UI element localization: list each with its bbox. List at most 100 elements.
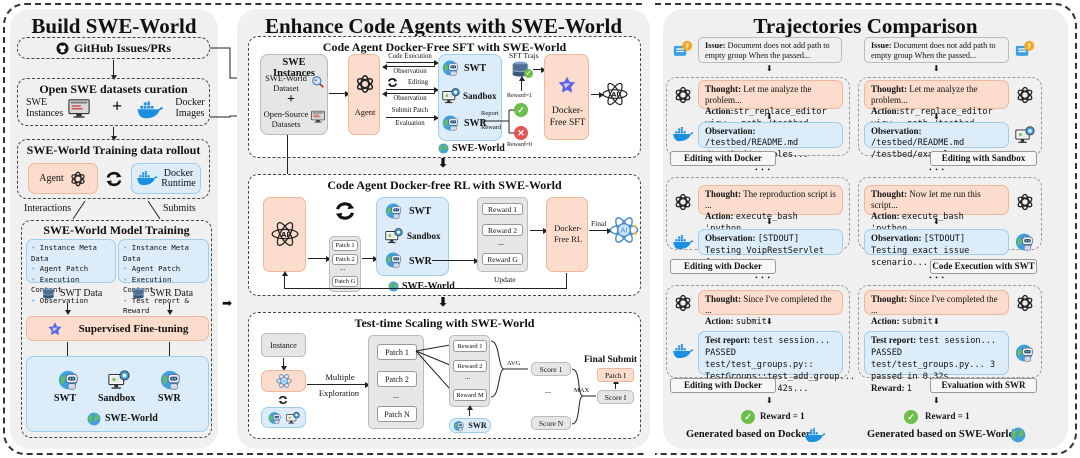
openai-icon <box>673 85 693 105</box>
cross-icon: ✕ <box>514 126 528 140</box>
rl-policy-box <box>263 197 306 272</box>
rl-swe-world-box: SWT Sandbox SWR <box>376 197 449 276</box>
tts-swr-box: SWR <box>449 418 491 433</box>
cycle-icon <box>278 395 288 405</box>
final-submit-label: Final Submit <box>584 355 638 365</box>
sft-bar: Supervised Fine-tuning <box>26 316 209 341</box>
test-report-label: Test report: <box>871 335 917 345</box>
edge-observation-1: Observation <box>393 68 427 75</box>
build-title: Build SWE-World <box>31 14 197 38</box>
sft-title: Code Agent Docker-Free SFT with SWE-Worl… <box>322 40 567 54</box>
model-sandbox-label: Sandbox <box>407 231 441 241</box>
swe-world-label: SWE-World <box>402 281 455 292</box>
issue-text: Document does not add path to empty grou… <box>871 41 996 60</box>
observation-label: Observation: <box>871 126 922 136</box>
model-training-title: SWE-World Model Training <box>43 223 190 237</box>
observation-label: Observation: <box>705 126 756 136</box>
instance-box: Instance <box>261 333 306 357</box>
docker-runtime-label: Docker Runtime <box>161 167 196 189</box>
arrow-trajs-to-sft <box>533 69 542 70</box>
monitor-icon <box>311 110 325 124</box>
sandbox-icon <box>286 411 300 425</box>
swe-instances-box: SWE Instances SWE-World Dataset + Open-S… <box>260 54 328 135</box>
patch-item: Patch 1 <box>377 344 417 360</box>
swt-robot-icon <box>268 411 282 425</box>
rl-title: Code Agent Docker-free RL with SWE-World <box>327 178 562 192</box>
reward-item: Reward 2 <box>482 224 523 236</box>
exploration-label: Exploration <box>318 388 360 398</box>
max-brace <box>571 368 596 425</box>
issue-chat-icon <box>1015 40 1035 60</box>
sft-trajs-label: SFT Trajs <box>509 51 539 60</box>
docker-icon <box>672 344 694 359</box>
openai-icon <box>354 73 376 95</box>
patch-i-box: Patch I <box>597 368 634 382</box>
ai-model-icon <box>609 215 639 245</box>
arrow-update-to-policy <box>284 275 285 288</box>
plus-sign: + <box>287 92 295 107</box>
rollout-title: SWE-World Training data rollout <box>26 143 201 157</box>
swr-field: Test report & Reward <box>123 296 204 317</box>
arrow-down: ⬇ <box>933 112 940 121</box>
patch-item: Patch 2 <box>332 254 358 265</box>
issue-box-docker: Issue: Document does not add path to emp… <box>698 37 842 63</box>
swe-instances-label: SWE Instances <box>26 97 64 119</box>
multiple-label: Multiple <box>325 372 355 382</box>
arrow-sft-to-rl: ⬇ <box>438 156 449 170</box>
rl-patches-box: Patch 1 Patch 2 ... Patch G <box>329 236 361 292</box>
docker-icon <box>136 101 164 119</box>
step-tag: Editing with Docker <box>670 151 776 166</box>
arrow-github-to-curation <box>113 60 114 76</box>
docker-icon <box>672 235 694 250</box>
enhance-title: Enhance Code Agents with SWE-World <box>264 14 623 38</box>
edge-code-execution: Code Execution <box>388 53 432 60</box>
check-icon: ✓ <box>904 410 918 424</box>
tts-patches-box: Patch 1 Patch 2 ... Patch N <box>368 335 424 429</box>
observation-text: /testbed/README.md /testbed/examples... <box>871 138 975 160</box>
score-item: Score 1 <box>531 362 571 376</box>
step-tag: Code Execution with SWT <box>930 259 1037 274</box>
arrow-editing <box>386 89 435 90</box>
update-loop-line-h <box>284 288 567 289</box>
reward-label: Reward: <box>871 383 905 393</box>
globe-icon <box>1010 427 1026 443</box>
arrow-submit-patch <box>386 117 435 118</box>
swt-data-fields: Instance Meta Data Agent Patch Execution… <box>26 239 116 305</box>
swt-field: Observation <box>31 296 111 307</box>
thought-action-box: Thought: Since I've completed the ... Ac… <box>698 290 843 327</box>
observation-text: [STDOUT] Testing exact issue scenario... <box>871 234 970 268</box>
swt-data-label: SWT Data <box>60 288 103 299</box>
issue-chat-icon <box>673 40 693 60</box>
tts-box: Test-time Scaling with SWE-World Instanc… <box>248 312 641 439</box>
task-monitor-icon <box>68 98 90 120</box>
model-swr-label: SWR <box>464 118 487 129</box>
atom-model-icon <box>271 220 299 248</box>
check-icon: ✓ <box>524 69 533 78</box>
model-training-box: SWE-World Model Training Instance Meta D… <box>21 220 212 438</box>
patch-to-reward-fan <box>415 344 451 390</box>
sft-label: Supervised Fine-tuning <box>78 322 189 335</box>
swe-world-model-box: SWT Sandbox SWR SWE-World <box>26 356 209 432</box>
swr-field: Agent Patch <box>123 264 204 275</box>
docker-free-sft-box: Docker-Free SFT <box>544 54 589 140</box>
arrow-down: ⬇ <box>933 217 940 226</box>
arrow-sft-to-model <box>591 94 600 95</box>
sandbox-icon <box>442 87 460 105</box>
openai-icon <box>1015 293 1035 313</box>
model-swr-label: SWR <box>409 256 432 267</box>
docker-free-rl-label: Docker-Free RL <box>553 223 583 244</box>
arrow-rl-to-tts: ⬇ <box>438 295 449 309</box>
arrow-down: ⬇ <box>766 217 773 226</box>
openai-icon <box>673 192 693 212</box>
update-label: Update <box>494 275 516 284</box>
star-model-icon <box>47 321 63 337</box>
tts-title: Test-time Scaling with SWE-World <box>354 316 535 330</box>
swt-robot-icon <box>1015 232 1035 252</box>
tts-model-box <box>261 370 306 392</box>
database-icon <box>42 287 56 301</box>
patch-item: Patch N <box>377 406 417 422</box>
check-icon: ✓ <box>741 410 755 424</box>
docker-free-rl-box: Docker-Free RL <box>546 197 588 272</box>
thought-label: Thought: <box>705 84 742 94</box>
traj-title: Trajectories Comparison <box>753 14 978 38</box>
